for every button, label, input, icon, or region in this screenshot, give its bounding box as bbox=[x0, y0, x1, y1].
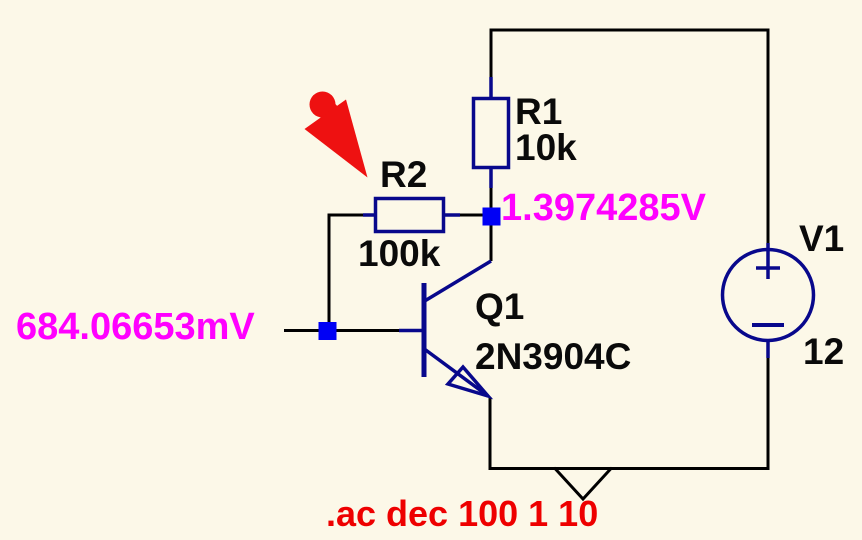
r1-value-label[interactable]: 10k bbox=[515, 127, 577, 168]
resistor-r2-symbol[interactable] bbox=[363, 196, 460, 234]
junction-node-collector bbox=[482, 207, 501, 226]
voltage-source-v1-symbol[interactable] bbox=[720, 243, 816, 358]
spice-directive-text[interactable]: .ac dec 100 1 10 bbox=[326, 493, 599, 534]
transistor-q1-symbol[interactable] bbox=[399, 259, 494, 400]
r2-body[interactable] bbox=[373, 196, 446, 234]
v1-value-label[interactable]: 12 bbox=[803, 331, 845, 372]
r1-designator-label[interactable]: R1 bbox=[515, 91, 563, 132]
collector-voltage-readout[interactable]: 1.3974285V bbox=[501, 187, 706, 229]
pointer-arrow-icon bbox=[304, 91, 368, 178]
q1-value-label[interactable]: 2N3904C bbox=[475, 336, 632, 377]
r2-value-label[interactable]: 100k bbox=[358, 233, 441, 274]
q1-designator-label[interactable]: Q1 bbox=[475, 286, 525, 327]
q1-emitter-line[interactable] bbox=[421, 346, 490, 398]
base-voltage-readout[interactable]: 684.06653mV bbox=[16, 306, 255, 348]
wire-r2-feedback[interactable] bbox=[327, 213, 365, 324]
r2-designator-label[interactable]: R2 bbox=[380, 154, 428, 195]
resistor-r1-symbol[interactable] bbox=[471, 77, 511, 188]
q1-emitter-arrowhead[interactable] bbox=[444, 364, 494, 400]
q1-collector-line[interactable] bbox=[422, 259, 492, 304]
wire-bottom-rail[interactable] bbox=[488, 356, 770, 470]
wire-top-rail[interactable] bbox=[489, 28, 770, 243]
ground-symbol[interactable] bbox=[553, 467, 613, 502]
junction-node-base bbox=[318, 322, 337, 340]
v1-designator-label[interactable]: V1 bbox=[799, 218, 845, 259]
r1-body[interactable] bbox=[471, 96, 511, 170]
